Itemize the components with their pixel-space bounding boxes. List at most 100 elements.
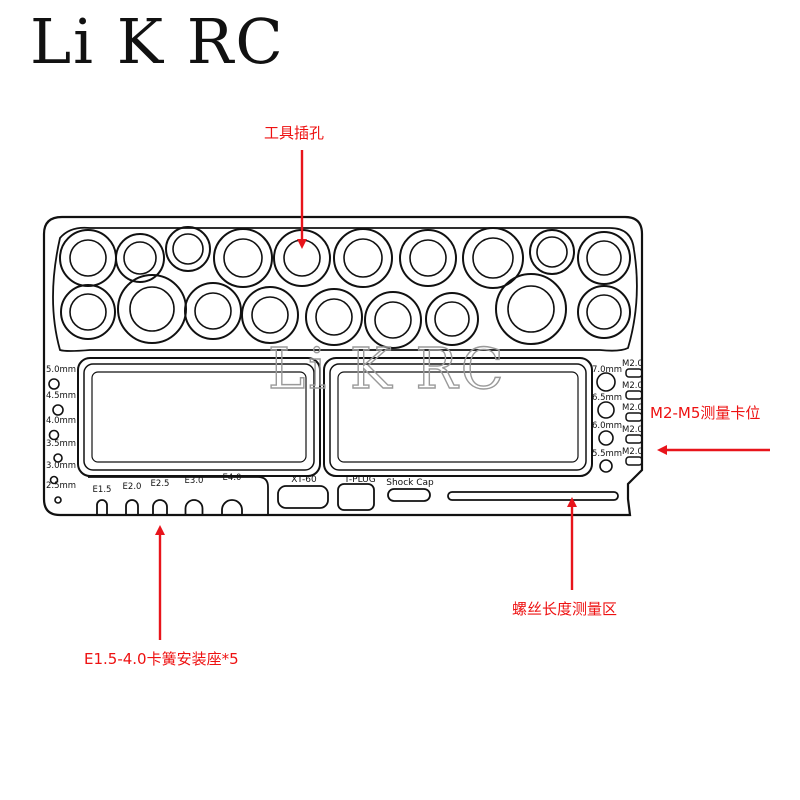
left-scale-label-5: 2.5mm [46, 481, 76, 491]
tool-hole-inner-13 [251, 296, 289, 334]
clip-label-3: E3.0 [185, 476, 204, 486]
tool-hole-inner-5 [343, 238, 383, 278]
tool-hole-outer-17 [495, 273, 567, 345]
compartment-left [77, 357, 321, 477]
tool-hole-inner-16 [434, 301, 470, 337]
tool-hole-inner-12 [194, 292, 232, 330]
tool-hole-outer-14 [305, 288, 363, 346]
tool-hole-outer-6 [399, 229, 457, 287]
tool-hole-outer-15 [364, 291, 422, 349]
brand-logo: Li K RC [30, 5, 285, 78]
clip-label-4: E4.0 [223, 473, 242, 483]
watermark: Li K RC [268, 337, 507, 402]
shock-cap-label: Shock Cap [386, 478, 434, 488]
right-scale-label-2: 6.0mm [592, 421, 622, 431]
callout-screw-length: 螺丝长度测量区 [512, 600, 618, 618]
m-slot-3 [625, 434, 643, 444]
tool-hole-outer-8 [529, 229, 575, 275]
tool-holes [59, 226, 631, 349]
clip-label-2: E2.5 [151, 479, 170, 489]
clip-seat-1 [125, 499, 139, 515]
left-scale-label-0: 5.0mm [46, 365, 76, 375]
tool-hole-inner-1 [123, 241, 157, 275]
callout-clip-seats: E1.5-4.0卡簧安装座*5 [84, 650, 239, 668]
tool-hole-outer-10 [60, 284, 116, 340]
m-slot-label-2: M2.0 [622, 403, 643, 413]
plug-slots: XT-60 T-PLUG Shock Cap [277, 475, 619, 511]
tplug-label: T-PLUG [343, 475, 375, 485]
tool-hole-outer-12 [184, 282, 242, 340]
tool-hole-inner-3 [223, 238, 263, 278]
tool-hole-inner-0 [69, 239, 107, 277]
left-scale-hole-4 [49, 475, 59, 485]
tool-hole-inner-2 [172, 233, 204, 265]
tool-hole-outer-11 [117, 274, 187, 344]
tool-hole-outer-1 [115, 233, 165, 283]
right-scale-label-3: 5.5mm [592, 449, 622, 459]
hole-band-outline [52, 226, 638, 352]
tool-hole-outer-2 [165, 226, 211, 272]
xt60-label: XT-60 [291, 475, 317, 485]
left-scale-hole-3 [53, 453, 63, 463]
clip-label-1: E2.0 [123, 482, 142, 492]
right-scale-hole-3 [599, 459, 613, 473]
tool-hole-inner-4 [283, 239, 321, 277]
callout-tool-holes: 工具插孔 [264, 124, 325, 142]
plate-outline [42, 215, 644, 517]
tool-hole-inner-14 [315, 298, 353, 336]
tool-hole-outer-0 [59, 229, 117, 287]
m-slot-label-0: M2.0 [622, 359, 643, 369]
tool-hole-outer-3 [213, 228, 273, 288]
m-slot-label-1: M2.0 [622, 381, 643, 391]
tool-hole-outer-16 [425, 292, 479, 346]
right-hole-scale: 7.0mm 6.5mm 6.0mm 5.5mm [592, 365, 622, 473]
tool-hole-inner-8 [536, 236, 568, 268]
tool-hole-inner-10 [69, 293, 107, 331]
left-scale-hole-5 [54, 496, 62, 504]
tool-hole-outer-5 [333, 228, 393, 288]
lower-section-outline [88, 476, 269, 515]
tool-hole-inner-17 [507, 285, 555, 333]
clip-seat-4 [221, 499, 243, 515]
clip-seats: E1.5 E2.0 E2.5 E3.0 E4.0 [93, 473, 243, 515]
clip-label-0: E1.5 [93, 485, 112, 495]
m-slot-2 [625, 412, 643, 422]
m2-m5-gauge-slots: M2.0M2.0M2.0M2.0M2.0 [622, 359, 643, 466]
callout-gauge: M2-M5测量卡位 [650, 404, 761, 422]
m-slot-label-4: M2.0 [622, 447, 643, 457]
m-slot-4 [625, 456, 643, 466]
compartment-right [323, 357, 593, 477]
right-scale-hole-1 [597, 401, 615, 419]
left-scale-label-2: 4.0mm [46, 416, 76, 426]
tool-hole-inner-6 [409, 239, 447, 277]
tool-hole-inner-18 [586, 294, 622, 330]
right-scale-hole-2 [598, 430, 614, 446]
screw-length-slot [447, 491, 619, 501]
tool-hole-inner-9 [586, 240, 622, 276]
clip-seat-2 [152, 499, 168, 515]
m-slot-label-3: M2.0 [622, 425, 643, 435]
right-scale-label-1: 6.5mm [592, 393, 622, 403]
left-scale-label-3: 3.5mm [46, 439, 76, 449]
m-slot-1 [625, 390, 643, 400]
left-scale-label-1: 4.5mm [46, 391, 76, 401]
left-scale-hole-2 [48, 429, 60, 441]
shock-cap-slot [387, 488, 431, 502]
tplug-slot [337, 483, 375, 511]
m-slot-0 [625, 368, 643, 378]
tool-hole-inner-7 [472, 237, 514, 279]
clip-seat-3 [184, 499, 204, 515]
tool-hole-inner-11 [129, 286, 175, 332]
tool-hole-outer-13 [241, 286, 299, 344]
tool-hole-outer-18 [577, 285, 631, 339]
clip-seat-0 [96, 499, 108, 515]
right-scale-label-0: 7.0mm [592, 365, 622, 375]
left-scale-hole-1 [52, 404, 64, 416]
left-scale-hole-0 [48, 378, 60, 390]
tool-hole-inner-15 [374, 301, 412, 339]
tool-hole-outer-9 [577, 231, 631, 285]
right-scale-hole-0 [596, 372, 616, 392]
xt60-slot [277, 485, 329, 509]
